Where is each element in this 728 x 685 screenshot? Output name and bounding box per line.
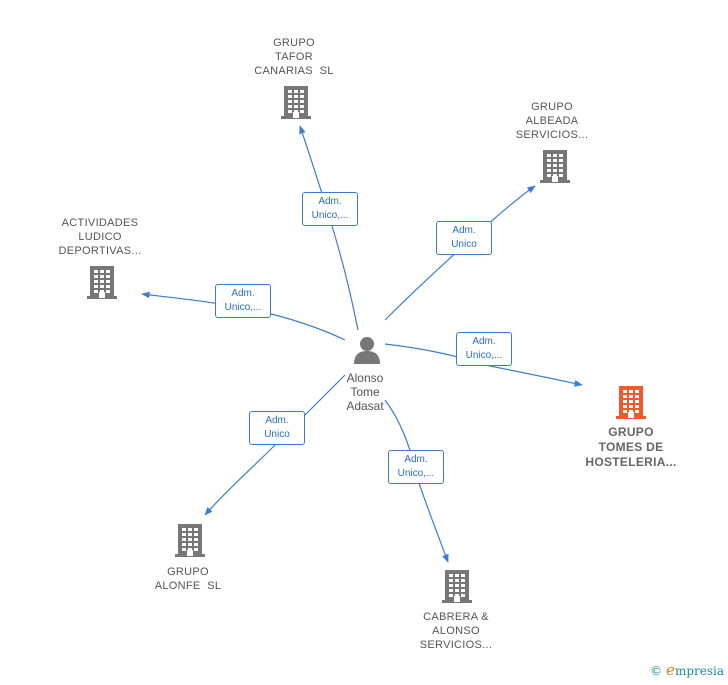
building-icon[interactable] xyxy=(86,264,118,305)
building-icon[interactable] xyxy=(441,568,473,609)
person-icon[interactable] xyxy=(352,335,382,365)
company-name-cabrera[interactable]: CABRERA & ALONSO SERVICIOS... xyxy=(419,611,493,651)
building-icon[interactable] xyxy=(539,148,571,189)
role-label-cabrera: Adm. Unico,... xyxy=(388,450,444,484)
role-label-tomes: Adm. Unico,... xyxy=(456,332,512,366)
copyright-symbol: © xyxy=(650,664,663,678)
edge-alonfe xyxy=(204,374,346,516)
building-icon[interactable] xyxy=(615,384,647,425)
company-name-tafor[interactable]: GRUPO TAFOR CANARIAS SL xyxy=(254,37,334,77)
role-label-actividades: Adm. Unico,... xyxy=(215,284,271,318)
role-label-alonfe: Adm. Unico xyxy=(249,411,305,445)
company-name-albeada[interactable]: GRUPO ALBEADA SERVICIOS... xyxy=(515,101,589,141)
footer-brand: ©empresia xyxy=(650,661,724,679)
role-label-tafor: Adm. Unico,... xyxy=(302,192,358,226)
person-name[interactable]: Alonso Tome Adasat xyxy=(346,371,384,413)
role-label-albeada: Adm. Unico xyxy=(436,221,492,255)
brand-name: mpresia xyxy=(674,664,724,678)
company-name-alonfe[interactable]: GRUPO ALONFE SL xyxy=(154,566,222,592)
building-icon[interactable] xyxy=(174,522,206,563)
building-icon[interactable] xyxy=(280,84,312,125)
company-name-actividades[interactable]: ACTIVIDADES LUDICO DEPORTIVAS... xyxy=(58,217,142,257)
edge-tafor xyxy=(299,125,359,331)
company-name-tomes[interactable]: GRUPO TOMES DE HOSTELERIA... xyxy=(585,425,677,469)
brand-initial: e xyxy=(666,661,675,679)
